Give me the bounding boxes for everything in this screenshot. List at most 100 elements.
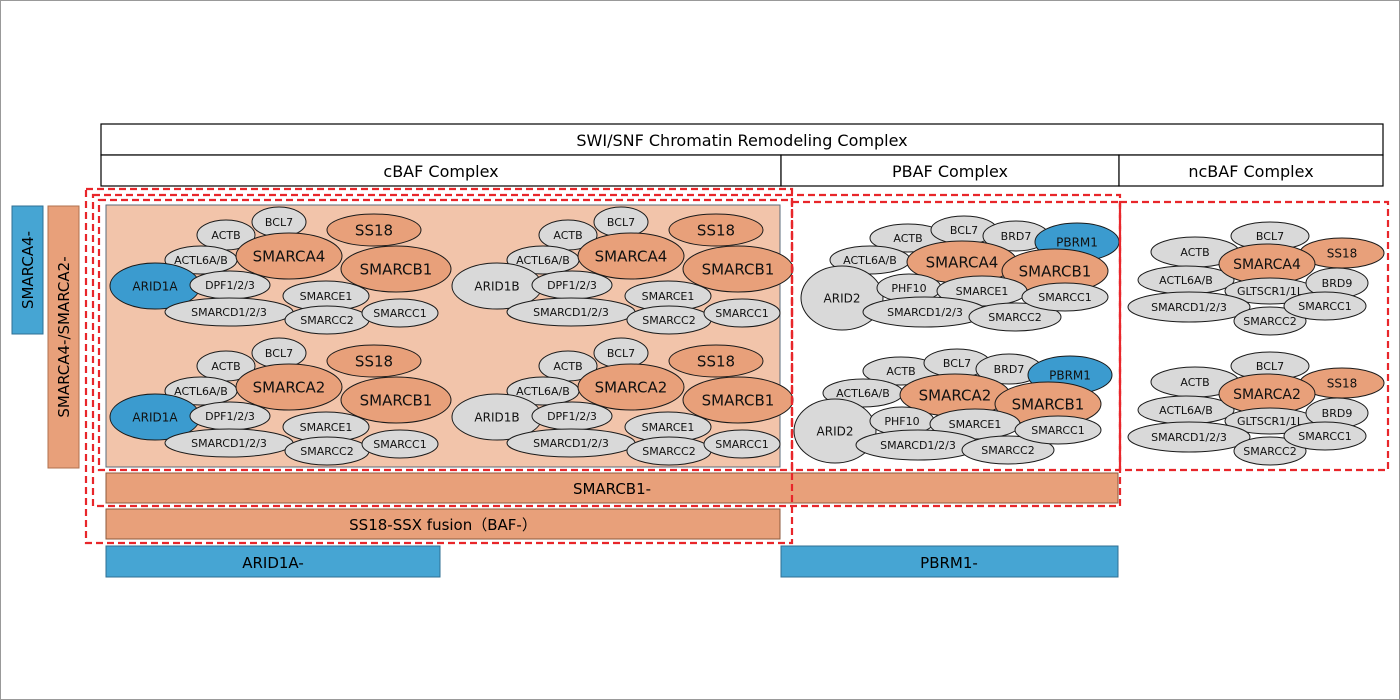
subunit-label: ACTL6A/B <box>174 254 228 267</box>
subunit-smarca2: SMARCA2 <box>577 363 685 411</box>
subunit-label: SMARCD1/2/3 <box>191 437 267 450</box>
subunit-label: SMARCC1 <box>373 438 426 451</box>
subunit-smarcd: SMARCD1/2/3 <box>862 296 988 328</box>
subunit-label: PHF10 <box>884 415 919 428</box>
subunit-shape <box>793 398 877 464</box>
ncbaf-smarca4-cluster: ACTBBCL7SS18ACTL6A/BSMARCA4GLTSCR1/1LBRD… <box>1127 221 1385 336</box>
subunit-label: SMARCC1 <box>1031 424 1084 437</box>
subunit-label: SMARCC1 <box>1038 291 1091 304</box>
subunit-arid1a: ARID1A <box>109 393 201 441</box>
subunit-smarcd: SMARCD1/2/3 <box>506 428 636 458</box>
subunit-shape <box>577 363 685 411</box>
subunit-bcl7: BCL7 <box>593 206 649 238</box>
cbaf-header-cell <box>100 154 782 187</box>
smarca4-loss-label: SMARCA4- <box>11 205 44 335</box>
subunit-shape <box>668 344 764 378</box>
subunit-smarce1: SMARCE1 <box>282 411 370 443</box>
subunit-gltscr: GLTSCR1/1L <box>1224 277 1316 305</box>
subunit-ss18: SS18 <box>668 344 764 378</box>
subunit-label: SMARCA2 <box>253 378 326 396</box>
subunit-label: PBRM1 <box>1049 368 1091 382</box>
subunit-shape <box>703 298 781 328</box>
subunit-label: SMARCB1 <box>1019 262 1092 280</box>
subunit-label: BCL7 <box>1256 360 1284 373</box>
subunit-label: SMARCA4 <box>253 247 326 265</box>
subunit-dpf: DPF1/2/3 <box>189 270 271 300</box>
subunit-arid2: ARID2 <box>800 265 884 331</box>
subunit-label: PHF10 <box>891 282 926 295</box>
subunit-smarca2: SMARCA2 <box>1218 373 1316 415</box>
subunit-label: SMARCE1 <box>300 290 353 303</box>
subunit-smarcc1: SMARCC1 <box>703 429 781 459</box>
subunit-label: DPF1/2/3 <box>547 279 597 292</box>
subunit-label: SMARCC2 <box>1243 315 1296 328</box>
subunit-smarca4: SMARCA4 <box>906 240 1018 284</box>
subunit-bcl7: BCL7 <box>923 348 991 378</box>
subunit-label: GLTSCR1/1L <box>1237 285 1304 298</box>
smarca4-loss-box <box>11 205 44 335</box>
subunit-label: SMARCC1 <box>373 307 426 320</box>
subunit-label: SMARCE1 <box>949 418 1002 431</box>
subunit-shape <box>1127 291 1251 323</box>
subunit-smarcc2: SMARCC2 <box>961 435 1055 465</box>
subunit-shape <box>1283 421 1367 451</box>
subunit-arid1b: ARID1B <box>451 262 543 310</box>
subunit-smarca4: SMARCA4 <box>235 232 343 280</box>
subunit-label: DPF1/2/3 <box>547 410 597 423</box>
subunit-actl6a-b: ACTL6A/B <box>1137 395 1235 425</box>
subunit-label: ARID2 <box>824 291 861 305</box>
ncbaf-outline <box>1118 200 1390 472</box>
subunit-ss18: SS18 <box>668 213 764 247</box>
subunit-label: ARID1B <box>474 410 519 424</box>
subunit-ss18: SS18 <box>326 213 422 247</box>
subunit-label: PBRM1 <box>1056 235 1098 249</box>
ncbaf-smarca2-cluster: ACTBBCL7SS18ACTL6A/BSMARCA2GLTSCR1/1LBRD… <box>1127 351 1385 466</box>
subunit-label: SMARCB1 <box>702 260 775 278</box>
subunit-label: SMARCD1/2/3 <box>887 306 963 319</box>
subunit-shape <box>235 232 343 280</box>
subunit-label: ACTB <box>886 365 915 378</box>
subunit-label: BCL7 <box>607 216 635 229</box>
subunit-smarca4: SMARCA4 <box>1218 243 1316 285</box>
subunit-label: SMARCD1/2/3 <box>1151 301 1227 314</box>
smarcb1-loss-rect <box>105 472 1119 504</box>
subunit-shape <box>1233 436 1307 466</box>
subunit-smarcc1: SMARCC1 <box>361 298 439 328</box>
subunit-label: SMARCC2 <box>981 444 1034 457</box>
subunit-smarcd: SMARCD1/2/3 <box>164 297 294 327</box>
smarcb1-loss-bar: SMARCB1- <box>105 472 1119 504</box>
subunit-phf10: PHF10 <box>876 273 942 303</box>
subunit-shape <box>340 376 452 424</box>
subunit-shape <box>326 213 422 247</box>
subunit-smarcb1: SMARCB1 <box>682 376 794 424</box>
subunit-label: SMARCE1 <box>956 285 1009 298</box>
subunit-shape <box>961 435 1055 465</box>
subunit-label: SS18 <box>697 352 735 370</box>
subunit-smarcc1: SMARCC1 <box>1014 415 1102 445</box>
subunit-shape <box>361 298 439 328</box>
subunit-label: ARID2 <box>817 424 854 438</box>
subunit-smarcc2: SMARCC2 <box>1233 306 1307 336</box>
subunit-bcl7: BCL7 <box>1230 221 1310 251</box>
subunit-smarcd: SMARCD1/2/3 <box>855 429 981 461</box>
subunit-actl6a-b: ACTL6A/B <box>506 245 580 275</box>
pbaf-header: PBAF Complex <box>892 162 1008 181</box>
subunit-label: BRD9 <box>1322 407 1353 420</box>
subunit-smarcc1: SMARCC1 <box>1021 282 1109 312</box>
subunit-actb: ACTB <box>538 350 598 382</box>
subunit-shape <box>1127 421 1251 453</box>
header-table: SWI/SNF Chromatin Remodeling Complex cBA… <box>100 123 1384 187</box>
subunit-label: BCL7 <box>265 216 293 229</box>
subunit-label: SMARCA2 <box>595 378 668 396</box>
pbrm1-loss-rect <box>780 545 1119 578</box>
subunit-label: SS18 <box>697 221 735 239</box>
subunit-label: SMARCA2 <box>1233 387 1301 403</box>
subunit-label: ACTB <box>553 360 582 373</box>
subunit-shape <box>668 213 764 247</box>
subunit-label: ACTB <box>211 229 240 242</box>
subunit-label: BCL7 <box>265 347 293 360</box>
subunit-label: BRD7 <box>994 363 1025 376</box>
subunit-bcl7: BCL7 <box>251 337 307 369</box>
subunit-smarcc1: SMARCC1 <box>1283 291 1367 321</box>
